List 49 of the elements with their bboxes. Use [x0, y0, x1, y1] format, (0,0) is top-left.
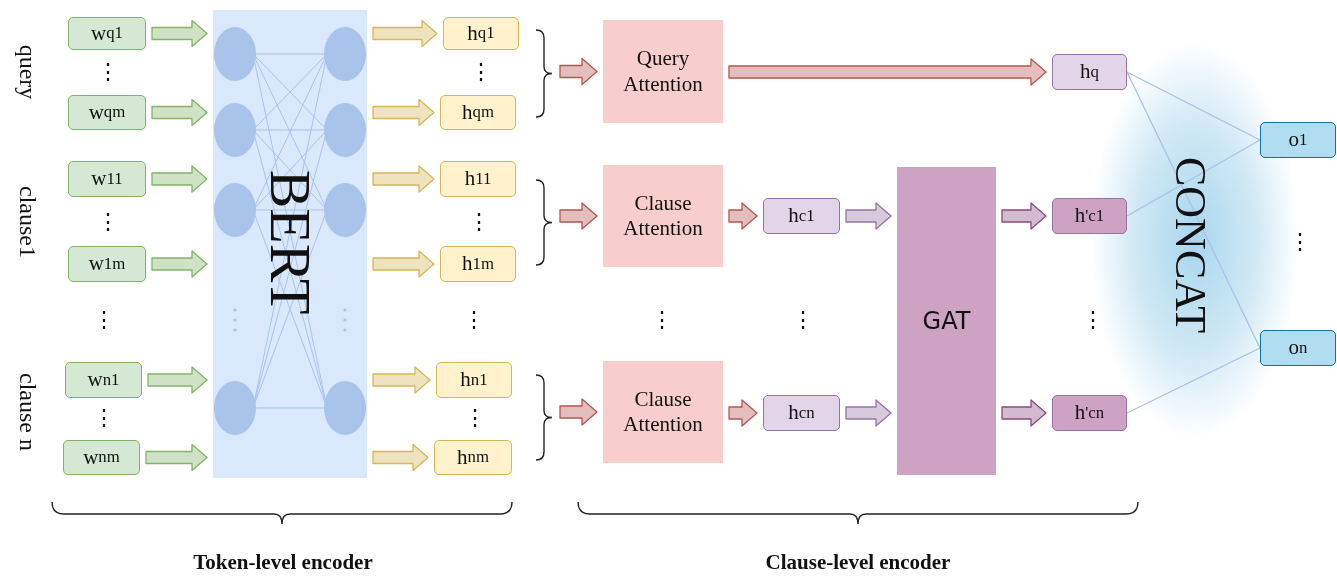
attention-box: Clause Attention: [603, 165, 723, 267]
row-label: clause1: [16, 186, 40, 258]
connector-line: [1126, 71, 1261, 141]
ellipsis: ⋮: [97, 61, 119, 83]
ellipsis: ⋮: [1082, 309, 1104, 331]
model-label: BERT: [261, 169, 319, 315]
row-label: query: [16, 44, 40, 100]
ellipsis: ⋮: [463, 309, 485, 331]
connector-line: [1126, 71, 1261, 349]
concat-label: CONCAT: [1168, 157, 1212, 333]
block-arrow: [372, 19, 438, 48]
block-arrow: [728, 202, 758, 230]
ellipsis: ⋮: [1289, 231, 1311, 253]
section-label: Token-level encoder: [193, 551, 373, 573]
block-arrow: [845, 399, 892, 427]
ellipsis: ⋮: [792, 309, 814, 331]
block-arrow: [151, 250, 208, 278]
ellipsis: ⋮: [651, 309, 673, 331]
connector-line: [1126, 347, 1261, 414]
block-arrow: [372, 366, 431, 394]
ellipsis: ⋮: [468, 211, 490, 233]
ellipsis: ⋮: [470, 61, 492, 83]
block-arrow: [728, 399, 758, 427]
attention-box: Query Attention: [603, 20, 723, 123]
block-arrow: [372, 165, 435, 193]
gat-block: GAT: [897, 167, 996, 475]
attention-box: Clause Attention: [603, 361, 723, 463]
block-arrow: [728, 58, 1047, 86]
section-label: Clause-level encoder: [765, 551, 951, 573]
connector-line: [1126, 139, 1261, 217]
block-arrow: [559, 202, 598, 230]
row-label: clause n: [16, 373, 40, 451]
ellipsis: ⋮: [93, 407, 115, 429]
block-arrow: [151, 98, 208, 127]
block-arrow: [145, 443, 208, 472]
block-arrow: [845, 202, 892, 230]
block-arrow: [151, 19, 208, 48]
block-arrow: [372, 443, 429, 472]
ellipsis: ⋮: [97, 211, 119, 233]
block-arrow: [1001, 202, 1047, 230]
block-arrow: [559, 398, 598, 426]
block-arrow: [372, 250, 435, 278]
block-arrow: [559, 57, 598, 86]
ellipsis: ⋮: [464, 407, 486, 429]
block-arrow: [372, 98, 435, 127]
block-arrow: [147, 366, 208, 394]
block-arrow: [151, 165, 208, 193]
ellipsis: ⋮: [93, 309, 115, 331]
block-arrow: [1001, 399, 1047, 427]
